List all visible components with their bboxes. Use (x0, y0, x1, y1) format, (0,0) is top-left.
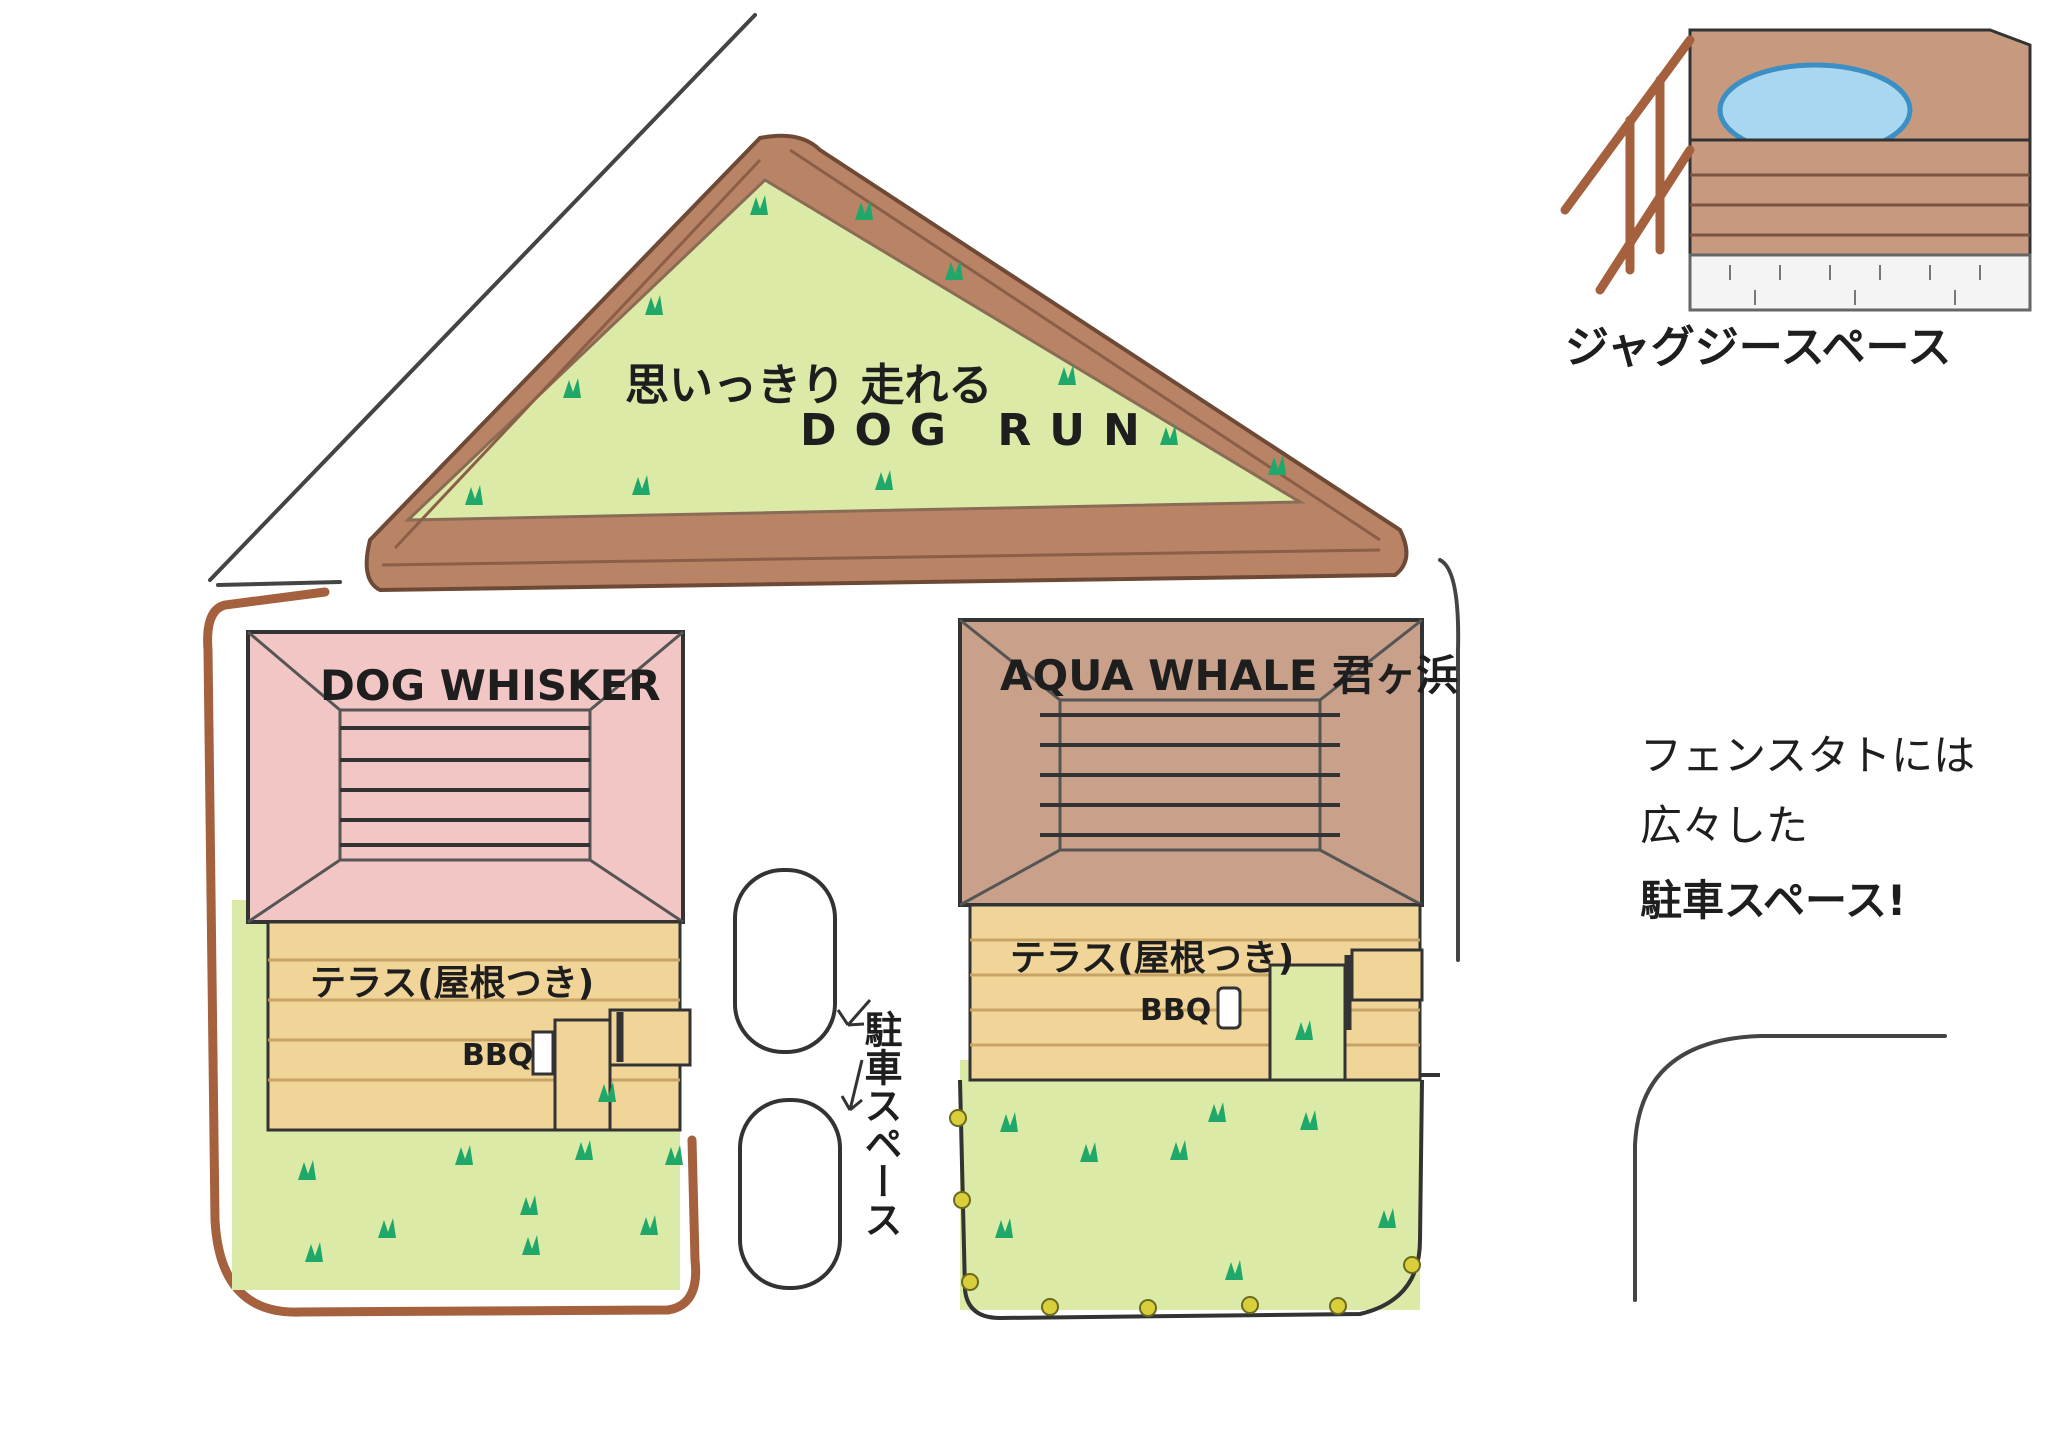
left-site-grass-tufts (298, 1082, 683, 1262)
dog-run-title: DOG RUN (800, 405, 1158, 456)
right-site-grass-tufts (995, 1020, 1396, 1280)
bbq-left-icon (531, 1030, 555, 1076)
jacuzzi-deck (1560, 28, 2032, 312)
parking-arrow (836, 999, 872, 1112)
dog-run-caption: 思いっきり 走れる (625, 360, 992, 411)
right-site-grass (960, 1060, 1420, 1310)
parking-spots (733, 868, 842, 1290)
parking-note: フェンスタトには 広々した 駐車スペース! (1640, 731, 1975, 925)
property-outline (208, 13, 1947, 1302)
dog-run-grass-tufts (465, 195, 1286, 505)
cabin-aqua-whale (958, 618, 1424, 907)
parking-note-line-3: 駐車スペース! (1640, 876, 1906, 925)
parking-note-line-1: フェンスタトには (1640, 731, 1975, 780)
left-site-fence (203, 587, 701, 1317)
string-lights (949, 1109, 1421, 1317)
cabin-dog-whisker (246, 630, 685, 924)
bbq-right-icon (1216, 986, 1242, 1030)
terrace-right-label: テラス(屋根つき) (1010, 938, 1294, 979)
terrace-left-label: テラス(屋根つき) (310, 963, 594, 1004)
parking-note-line-2: 広々した (1640, 801, 1808, 850)
bbq-left-label: BBQ (462, 1038, 533, 1073)
jacuzzi-label: ジャグジースペース (1565, 322, 1951, 373)
bbq-right-label: BBQ (1140, 993, 1211, 1028)
terrace-right (968, 903, 1424, 1082)
cabin-aqua-whale-name: AQUA WHALE 君ヶ浜 (1000, 651, 1458, 700)
parking-label: 駐車スペース (858, 1010, 902, 1238)
dog-run-area (364, 133, 1409, 593)
terrace-left (266, 920, 692, 1132)
cabin-dog-whisker-name: DOG WHISKER (320, 661, 661, 710)
